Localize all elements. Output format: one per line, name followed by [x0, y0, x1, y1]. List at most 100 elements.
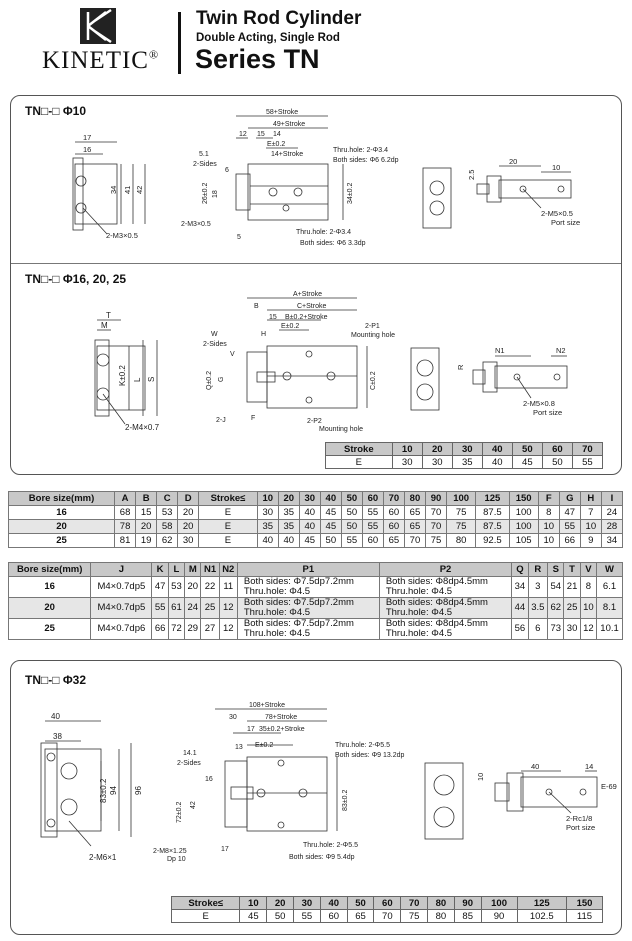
table-cell: 25	[200, 597, 220, 619]
section-title-10: TN□-□ Φ10	[25, 104, 87, 118]
table-header-cell: N2	[218, 562, 238, 577]
table-cell: 81	[114, 533, 137, 548]
header-divider	[178, 12, 181, 74]
table-cell: 22	[200, 576, 220, 598]
table-cell: 100	[508, 519, 539, 534]
dim-thru1: Thru.hole: 2-Φ3.4	[333, 147, 388, 154]
table-cell: 45	[319, 505, 342, 520]
dim-top12: 12	[239, 131, 247, 138]
table-header-cell: D	[177, 491, 200, 506]
dim-P2: 2-P2	[307, 418, 322, 425]
table-cell: 66	[151, 618, 169, 640]
table-cell: 3.5	[527, 597, 549, 619]
table-cell: 61	[167, 597, 186, 619]
table-cell: 8	[537, 505, 560, 520]
table-cell: 40	[256, 533, 279, 548]
table-cell: 10	[537, 519, 560, 534]
table-cell: 53	[156, 505, 179, 520]
table-header-cell: 70	[382, 491, 405, 506]
dim-r14: 14	[585, 762, 593, 771]
dim-V: V	[230, 351, 235, 358]
section-title-16-25: TN□-□ Φ16, 20, 25	[25, 272, 127, 286]
table-cell: 56	[511, 618, 529, 640]
table-header-cell: Bore size(mm)	[7, 491, 116, 506]
drawing-bore-10: 17 16 34 41 42 2-M3×0.5 58+Stroke 49+Str…	[72, 109, 580, 247]
table-cell: 75	[424, 533, 448, 548]
dim-e69: E-69	[601, 782, 617, 791]
table-cell: 8	[579, 576, 598, 598]
table-cell: 60	[361, 533, 384, 548]
table-cell: 54	[547, 576, 565, 598]
dim-P1: 2-P1	[365, 323, 380, 330]
table-header-cell: A	[114, 491, 137, 506]
table-cell: 12	[218, 597, 238, 619]
table-header-cell: 60	[361, 491, 384, 506]
dim-sides: 2-Sides	[203, 341, 227, 348]
table-cell: 70	[424, 519, 448, 534]
dim-thru1: Thru.hole: 2-Φ5.5	[335, 742, 390, 749]
dim-r10: 10	[552, 163, 560, 172]
dim-portsize2: Port size	[533, 408, 562, 417]
table-cell: 35	[256, 519, 279, 534]
dim-h72: 72±0.2	[176, 802, 183, 823]
table-header-cell: 50	[340, 491, 363, 506]
dim-M: M	[101, 321, 108, 330]
dim-h42: 42	[135, 186, 144, 194]
table-cell: 30	[256, 505, 279, 520]
dim-d17b: 17	[221, 846, 229, 853]
table-header-cell: 90	[424, 491, 448, 506]
table-header-cell: 40	[319, 491, 342, 506]
table-cell: 20	[177, 519, 200, 534]
dim-top78: 78+Stroke	[265, 714, 297, 721]
dim-J: 2-J	[216, 417, 226, 424]
dim-d35: 35±0.2+Stroke	[259, 726, 305, 733]
table-header-cell: W	[596, 562, 623, 577]
table-cell: 72	[167, 618, 186, 640]
table-cell: 87.5	[475, 505, 510, 520]
table-cell: 55	[340, 533, 363, 548]
table-cell: 20	[7, 597, 92, 619]
dim-r40: 40	[531, 762, 539, 771]
dim-d5: 5	[237, 234, 241, 241]
table-cell: 29	[184, 618, 202, 640]
dim-N2: N2	[556, 346, 566, 355]
drawing-bore-16-25: T M K±0.2 L S 2-M4×0.7 A+Stroke B C+Stro…	[94, 291, 568, 433]
table-header-cell: 20	[277, 491, 300, 506]
table-cell: 65	[382, 533, 405, 548]
dim-T: T	[106, 311, 111, 320]
table-cell: 60	[382, 505, 405, 520]
dim-W: W	[211, 331, 218, 338]
dim-portsize: Port size	[551, 218, 580, 227]
dim-E: E±0.2	[281, 323, 299, 330]
table-cell: 20	[177, 505, 200, 520]
table-cell: 12	[218, 618, 238, 640]
dim-m5b: 2-M5×0.8	[523, 399, 555, 408]
dim-thru2: Thru.hole: 2-Φ5.5	[303, 842, 358, 849]
table-cell: 10.1	[596, 618, 623, 640]
dim-mount1: Mounting hole	[351, 332, 395, 339]
dim-A: A+Stroke	[293, 291, 322, 298]
table-cell: 55	[361, 505, 384, 520]
table-cell: 21	[563, 576, 581, 598]
table-cell: 55	[361, 519, 384, 534]
dim-both1: Both sides: Φ9 13.2dp	[335, 752, 405, 759]
table-cell: 24	[600, 505, 624, 520]
dim-d6: 6	[225, 167, 229, 174]
table-cell: 50	[340, 519, 363, 534]
table-cell: 34	[600, 533, 624, 548]
dim-m5: 2-M5×0.5	[541, 209, 573, 218]
table-cell: 70	[424, 505, 448, 520]
table-cell: 68	[114, 505, 137, 520]
table-cell: E	[198, 533, 258, 548]
table-cell: 3	[527, 576, 549, 598]
dim-m6: 2-M6×1	[89, 853, 117, 862]
dim-w16: 16	[83, 145, 91, 154]
